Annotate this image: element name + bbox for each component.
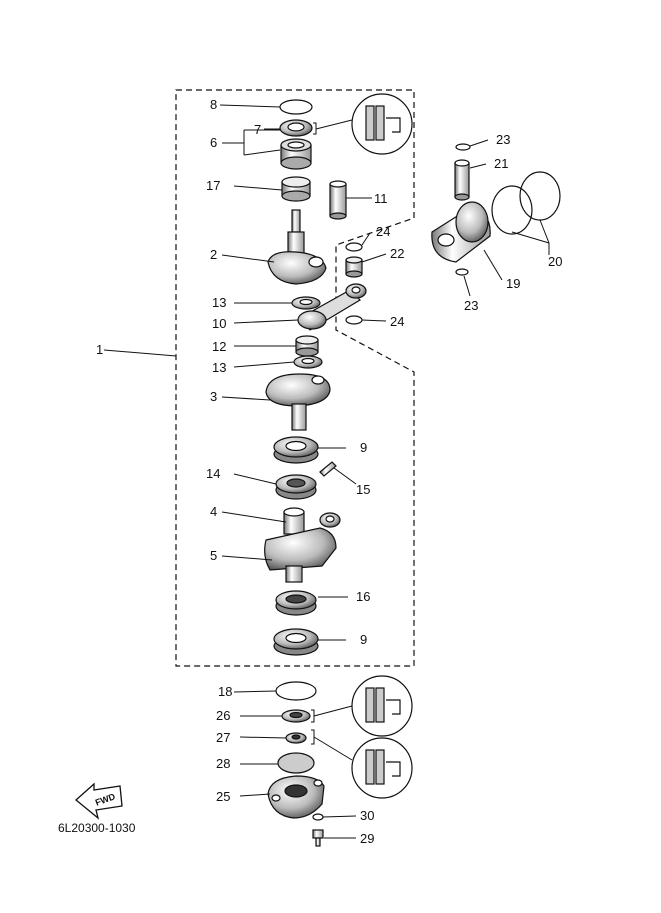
- callout-19: 19: [506, 276, 520, 291]
- part-23-clip-top: [455, 143, 471, 151]
- part-30-washer: [312, 813, 324, 821]
- callout-labels: 1 2 3 4 5 6 7 8 9 9 10 11 12 13 13 14 15…: [96, 97, 562, 846]
- callout-13-upper: 13: [212, 295, 226, 310]
- callout-20: 20: [548, 254, 562, 269]
- part-2-upper-crank: [267, 209, 327, 285]
- part-23-clip-bottom: [455, 268, 469, 276]
- grease-icon-lower: [351, 737, 413, 799]
- part-14-labyrinth-seal: [275, 474, 317, 500]
- callout-9-upper: 9: [360, 440, 367, 455]
- callout-25: 25: [216, 789, 230, 804]
- callout-28: 28: [216, 756, 230, 771]
- callout-4: 4: [210, 504, 217, 519]
- callout-9-lower: 9: [360, 632, 367, 647]
- part-13-washer-upper: [291, 296, 321, 310]
- callout-11: 11: [374, 191, 388, 206]
- part-9-ball-bearing-upper: [273, 436, 319, 464]
- crankshaft-group-outline: [175, 89, 415, 667]
- callout-13-lower: 13: [212, 360, 226, 375]
- part-21-piston-pin: [454, 159, 470, 201]
- callout-16: 16: [356, 589, 370, 604]
- part-15-pin: [319, 461, 337, 477]
- callout-18: 18: [218, 684, 232, 699]
- callout-23-bottom: 23: [464, 298, 478, 313]
- callout-23-top: 23: [496, 132, 510, 147]
- part-16-oil-seal: [275, 590, 317, 616]
- part-6-bearing: [280, 138, 312, 170]
- part-25-lower-housing: [267, 775, 325, 819]
- part-13-washer-lower: [293, 355, 323, 369]
- grease-icon-upper: [351, 93, 413, 155]
- part-20-piston-rings: [491, 171, 561, 235]
- part-24-washer-top: [345, 242, 363, 252]
- part-28-gasket: [277, 752, 315, 774]
- callout-24-top: 24: [376, 224, 390, 239]
- part-8-o-ring: [279, 99, 313, 115]
- leader-lines: [103, 104, 550, 839]
- callout-27: 27: [216, 730, 230, 745]
- part-29-bolt: [312, 829, 324, 847]
- part-4-5-crank-assembly: [264, 507, 341, 583]
- part-26-oil-seal: [281, 709, 311, 723]
- part-12-needle-bearing: [295, 335, 319, 357]
- part-24-washer-bottom: [345, 315, 363, 325]
- callout-29: 29: [360, 831, 374, 846]
- callout-12: 12: [212, 339, 226, 354]
- callout-3: 3: [210, 389, 217, 404]
- part-11-pin: [329, 180, 347, 220]
- fwd-arrow-icon: FWD: [74, 782, 123, 820]
- callout-21: 21: [494, 156, 508, 171]
- part-22-needle-bearing: [345, 256, 363, 278]
- callout-17: 17: [206, 178, 220, 193]
- callout-26: 26: [216, 708, 230, 723]
- part-27-oil-seal-small: [285, 732, 307, 744]
- callout-8: 8: [210, 97, 217, 112]
- callout-24-bottom: 24: [390, 314, 404, 329]
- callout-14: 14: [206, 466, 220, 481]
- callout-10: 10: [212, 316, 226, 331]
- part-9-ball-bearing-lower: [273, 628, 319, 656]
- part-7-oil-seal: [279, 119, 313, 137]
- part-3-crank-web: [265, 373, 331, 431]
- callout-5: 5: [210, 548, 217, 563]
- callout-22: 22: [390, 246, 404, 261]
- callout-15: 15: [356, 482, 370, 497]
- part-19-piston: [431, 201, 491, 263]
- callout-1: 1: [96, 342, 103, 357]
- part-18-o-ring: [275, 681, 317, 701]
- callout-6: 6: [210, 135, 217, 150]
- callout-7: 7: [254, 122, 261, 137]
- diagram-code: 6L20300-1030: [58, 821, 136, 835]
- grease-icon-middle: [351, 675, 413, 737]
- part-17-bushing: [281, 176, 311, 202]
- callout-30: 30: [360, 808, 374, 823]
- callout-2: 2: [210, 247, 217, 262]
